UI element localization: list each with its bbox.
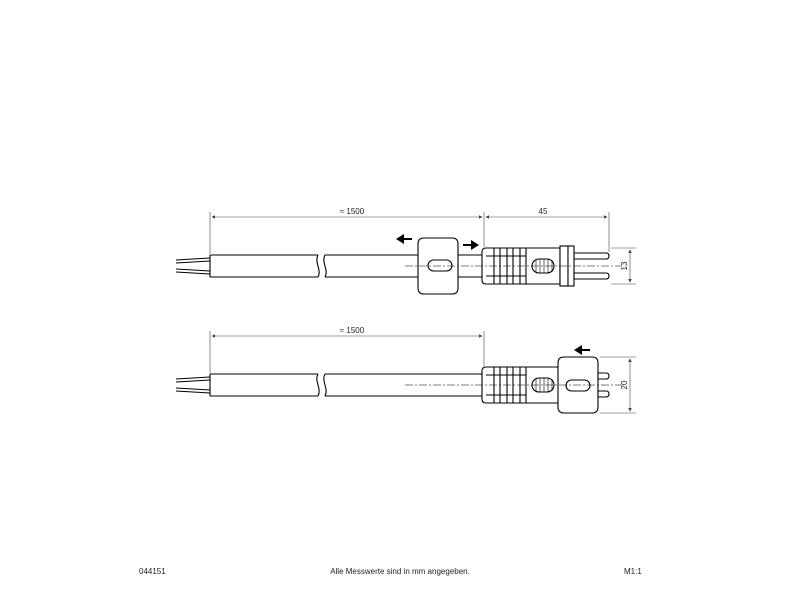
dimension-length-top: ≈ 1500 <box>209 207 485 254</box>
wire-ends-bottom <box>175 376 211 394</box>
scale-label: M1:1 <box>624 567 642 576</box>
length-label-bottom: ≈ 1500 <box>340 326 365 335</box>
document-number: 044151 <box>139 567 166 576</box>
plug-length-label: 45 <box>539 207 548 216</box>
length-label-top: ≈ 1500 <box>340 207 365 216</box>
wire-ends-top <box>175 257 211 275</box>
arrow-left-icon <box>574 345 590 355</box>
cable-segment-top-left <box>209 254 320 278</box>
cable-segment-bottom-right <box>323 373 486 397</box>
dimension-height-bottom: 20 <box>600 356 636 414</box>
arrow-left-icon <box>396 234 412 244</box>
dimension-plug-length: 45 <box>485 207 610 252</box>
height-label-top: 13 <box>620 261 629 270</box>
cable-segment-bottom-left <box>209 373 320 397</box>
top-view: ≈ 1500 45 13 <box>175 207 636 295</box>
bottom-view: ≈ 1500 20 <box>175 326 636 414</box>
arrow-right-icon <box>463 240 479 250</box>
measurement-note: Alle Messwerte sind in mm angegeben. <box>330 567 470 576</box>
height-label-bottom: 20 <box>620 380 629 389</box>
cable-segment-top-right <box>323 254 486 278</box>
dimension-length-bottom: ≈ 1500 <box>209 326 485 373</box>
dimension-height-top: 13 <box>611 247 636 285</box>
